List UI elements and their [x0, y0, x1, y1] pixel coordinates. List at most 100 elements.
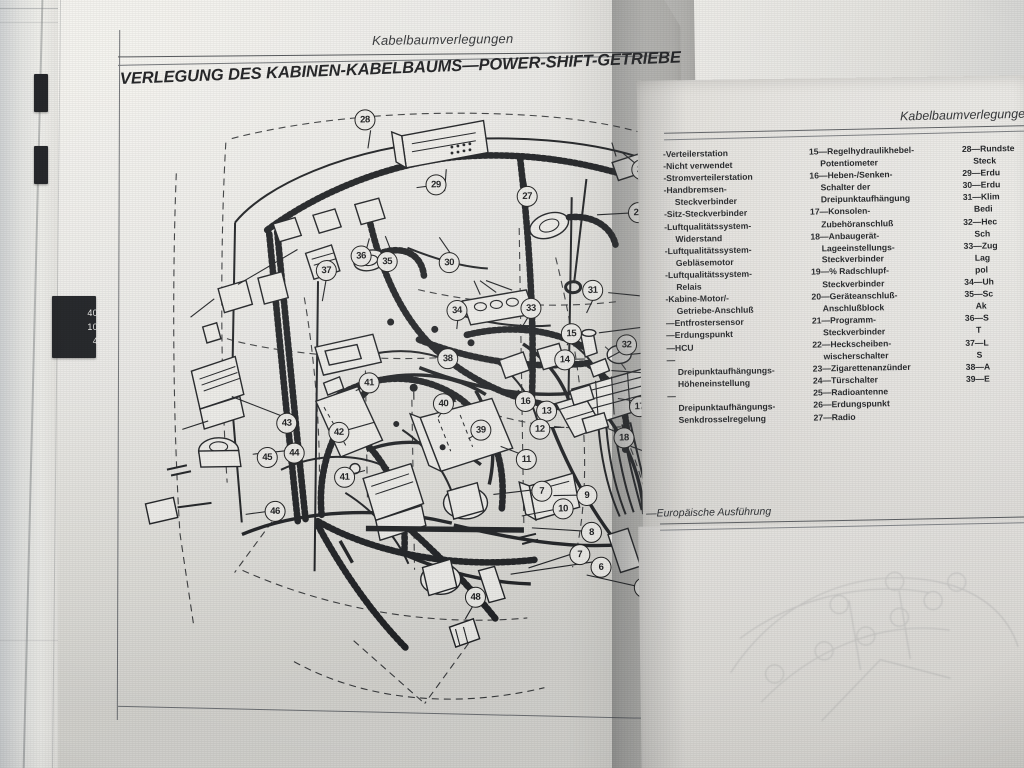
- legend-item-label: —Erdungspunkt: [666, 329, 734, 341]
- legend-item-label: Erdungspunkt: [831, 398, 890, 410]
- legend-item-number: 21—: [811, 315, 831, 326]
- legend-item-label: Steckverbinder: [822, 277, 885, 289]
- legend-item-number: 18—: [810, 230, 829, 242]
- legend-item-label: Klim: [980, 191, 1000, 202]
- legend-item-label: —HCU: [666, 342, 694, 353]
- legend-item-label: Zug: [981, 240, 998, 251]
- page-edge-stack: [0, 0, 58, 768]
- legend-item-label: Lageeinstellungs-Steckverbinder: [821, 241, 895, 265]
- legend-item-label: Erdu: [980, 167, 1001, 178]
- legend-item-label: Bedi: [973, 203, 993, 215]
- legend-item-col3-36: T: [965, 323, 1024, 337]
- index-tab-upper: [34, 74, 48, 112]
- legend-item-label: -Nicht verwendet: [663, 160, 733, 172]
- legend-item-col3-30: 30—Erdu: [962, 178, 1024, 192]
- legend-item-number: 24—: [812, 375, 832, 386]
- wiring-harness-diagram: .ln{fill:none;stroke:#15171a;} .thin{str…: [115, 96, 727, 720]
- legend-item-number: 31—: [962, 192, 982, 203]
- legend-item-col3-38: 38—A: [966, 360, 1024, 374]
- legend-item-col3-37: S: [965, 347, 1024, 361]
- legend-item-label: Radio: [831, 411, 856, 422]
- legend-item-label: Regelhydraulikhebel-: [827, 144, 915, 157]
- legend-item-number: 34—: [964, 276, 983, 287]
- legend-item-col3-33: Lag: [964, 251, 1024, 265]
- legend-item-number: 32—: [963, 216, 982, 227]
- tab-number-3: 4: [92, 336, 98, 346]
- legend-item-number: 35—: [964, 288, 983, 300]
- legend-item-label: Zigarettenanzünder: [830, 362, 911, 374]
- legend-item-number: 26—: [813, 399, 832, 411]
- legend-item-col1-18: Dreipunktaufhängungs-: [667, 365, 785, 379]
- legend-item-label: A: [983, 361, 991, 372]
- index-tab-section: [52, 296, 96, 358]
- legend-item-label: Widerstand: [675, 232, 723, 244]
- legend-item-label: Steck: [973, 155, 997, 166]
- legend-item-label: Höheneinstellung: [677, 377, 751, 389]
- legend-item-label: E: [984, 373, 990, 384]
- legend-column-1: -Verteilerstation-Nicht verwendet-Stromv…: [663, 147, 786, 427]
- legend-item-label: T: [976, 325, 982, 336]
- legend-item-label: -Stromverteilerstation: [663, 171, 753, 184]
- legend-item-label: Ak: [975, 300, 987, 311]
- legend-item-col3-33: pol: [964, 263, 1024, 277]
- legend-item-number: 30—: [962, 179, 981, 191]
- right-page-header: Kabelbaumverlegungen: [899, 106, 1024, 124]
- legend-item-label: Geräteanschluß-: [829, 289, 898, 301]
- index-tab-middle: [34, 146, 48, 184]
- legend-item-label: Sc: [982, 288, 994, 299]
- legend-item-number: 25—: [813, 387, 832, 398]
- legend-item-col3-31: 31—Klim: [963, 190, 1024, 204]
- legend-item-col3-34: 34—Uh: [964, 275, 1024, 289]
- legend-item-label: —: [667, 390, 676, 402]
- legend-item-label: Türschalter: [831, 374, 878, 386]
- legend-item-label: pol: [974, 264, 989, 275]
- bleed-through-ghost-figure: [698, 537, 1024, 754]
- legend-item-col3-35: 35—Sc: [964, 287, 1024, 301]
- legend-item-label: -Verteilerstation: [662, 148, 729, 160]
- legend-item-label: % Radschlupf-: [829, 265, 889, 277]
- legend-item-label: —: [666, 354, 676, 365]
- legend-item-number: 15—: [808, 146, 828, 157]
- legend-item-label: Steckverbinder: [674, 196, 738, 208]
- legend-item-col3-29: 29—Erdu: [962, 166, 1024, 180]
- legend-item-number: 37—: [965, 337, 984, 348]
- section-tab-numbers: 40 10 4: [58, 306, 102, 358]
- tab-number-1: 40: [87, 308, 98, 318]
- legend-item-label: Rundste: [979, 143, 1015, 154]
- legend-item-label: Erdu: [980, 179, 1001, 190]
- legend-item-col3-28: Steck: [962, 154, 1024, 168]
- legend-item-label: Zubehöranschluß: [821, 217, 894, 229]
- legend-item-label: Getriebe-Anschluß: [676, 304, 754, 317]
- legend-item-label: Dreipunktaufhängungs-: [677, 364, 775, 377]
- legend-item-number: 33—: [963, 240, 982, 251]
- legend-item-col3-31: Bedi: [963, 202, 1024, 216]
- legend-item-number: 39—: [965, 373, 985, 384]
- legend-item-col2-18: Lageeinstellungs-Steckverbinder: [811, 241, 951, 267]
- legend-item-col1-21: Dreipunktaufhängungs-: [667, 401, 785, 415]
- legend-item-label: Gebläsemotor: [675, 256, 734, 268]
- legend-item-number: 27—: [813, 411, 832, 423]
- tab-number-2: 10: [87, 322, 98, 332]
- legend-item-col2-27: 27—Radio: [813, 410, 953, 424]
- left-page-header: Kabelbaumverlegungen: [371, 31, 514, 48]
- legend-item-label: Uh: [982, 276, 994, 287]
- legend-item-label: Hec: [981, 215, 998, 227]
- legend-item-col3-33: 33—Zug: [964, 239, 1024, 253]
- legend-item-col3-36: 36—S: [965, 311, 1024, 325]
- legend-item-label: Steckverbinder: [823, 326, 886, 338]
- legend-item-label: Schalter der: [820, 181, 871, 193]
- legend-item-number: 22—: [812, 339, 831, 350]
- legend-item-number: 29—: [962, 167, 981, 179]
- legend-item-number: 23—: [812, 363, 831, 374]
- legend-item-number: 28—: [961, 143, 981, 154]
- legend-item-number: 17—: [809, 206, 829, 218]
- legend-item-label: Lag: [974, 252, 991, 263]
- legend-item-label: —Entfrostersensor: [665, 317, 744, 329]
- legend-item-label: wischerschalter: [823, 350, 889, 362]
- legend-item-col3-39: 39—E: [966, 372, 1024, 386]
- legend-item-col3-32: 32—Hec: [963, 214, 1024, 228]
- legend-item-label: Dreipunktaufhängungs-: [678, 401, 776, 413]
- legend-item-label: Potentiometer: [820, 157, 879, 169]
